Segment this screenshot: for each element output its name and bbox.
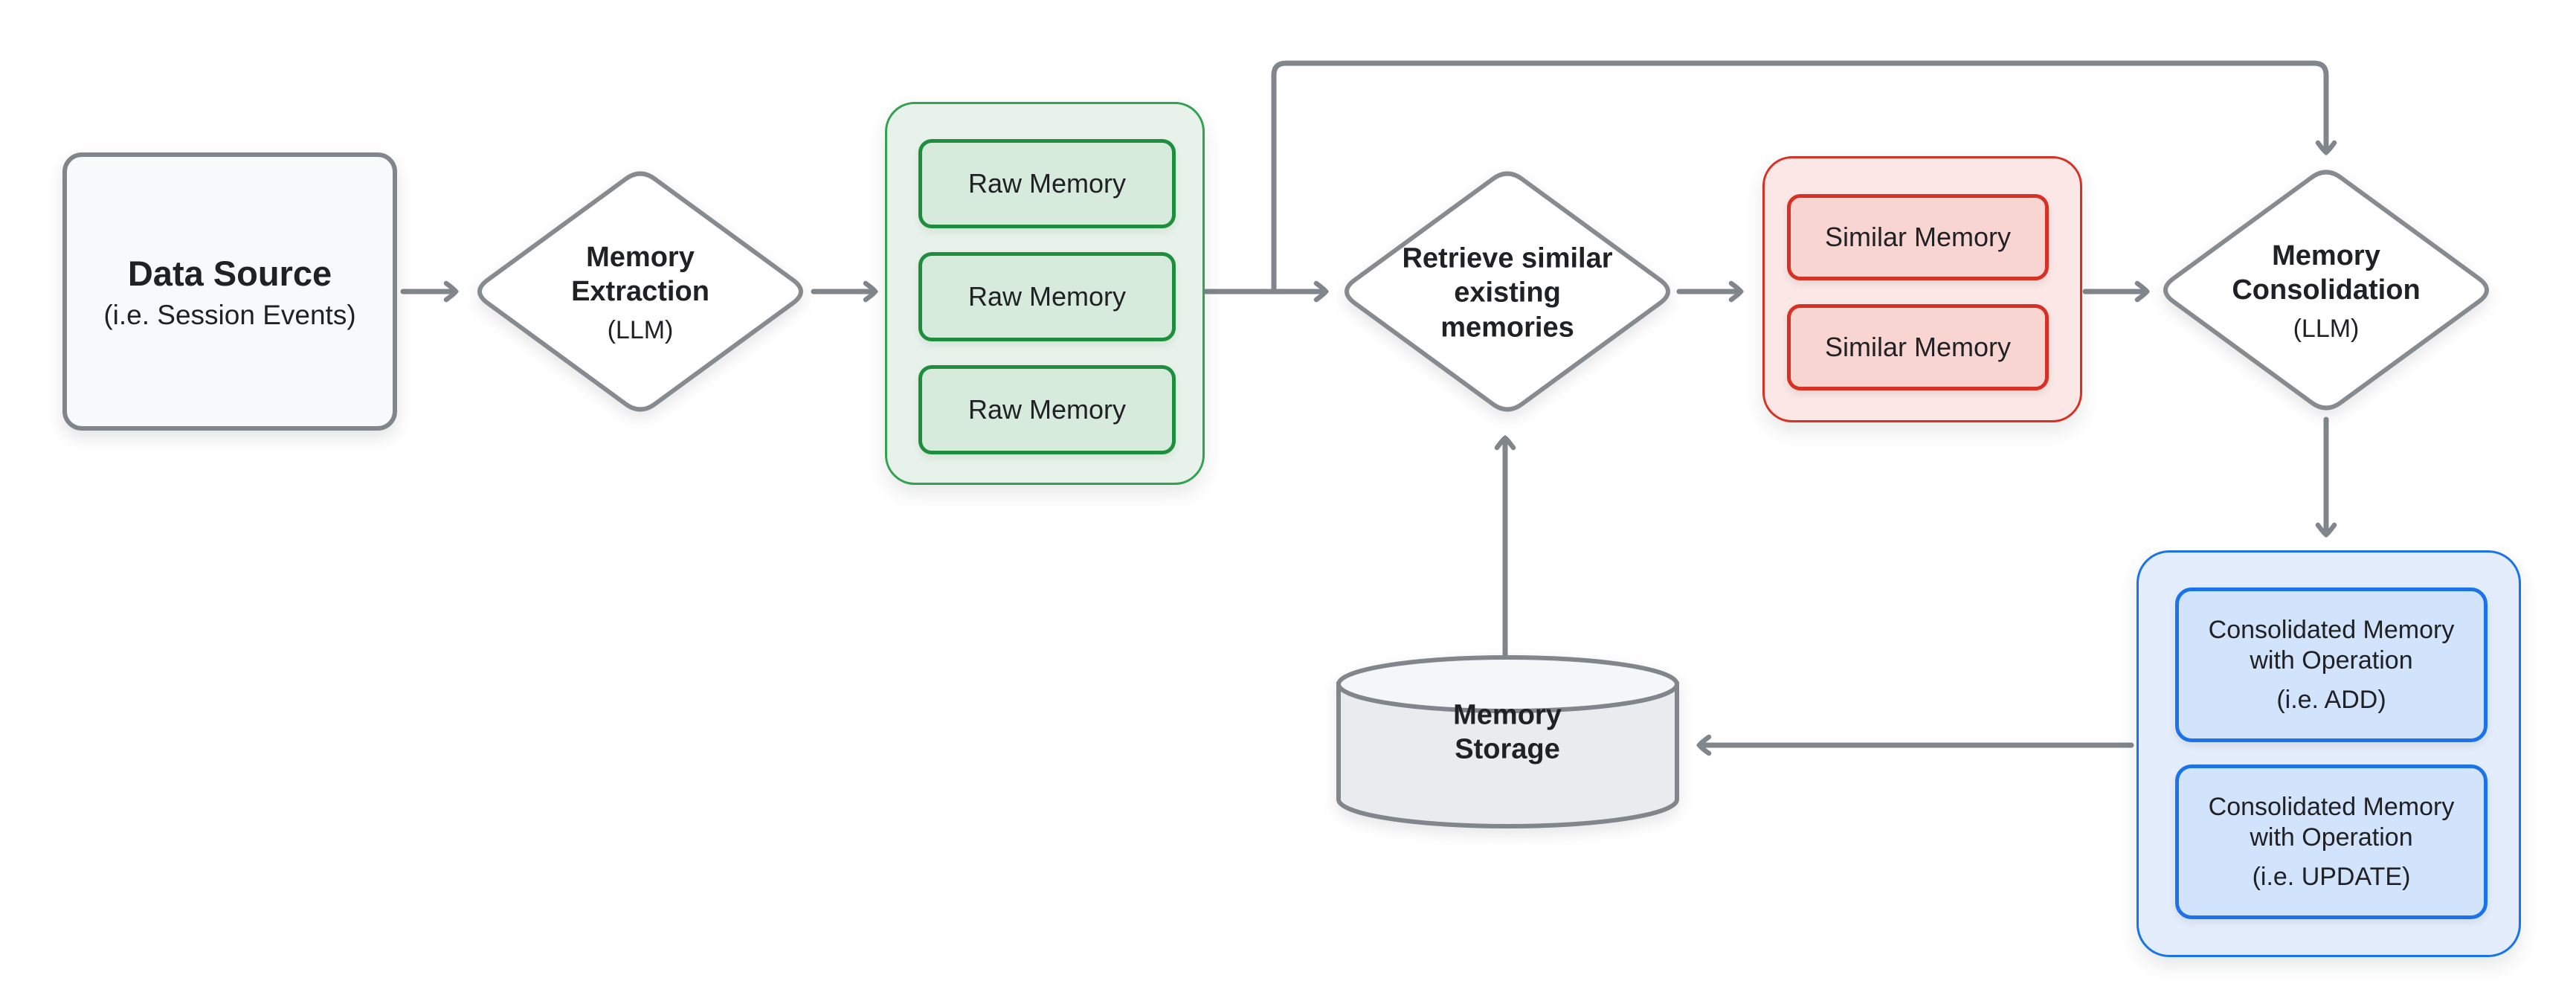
memory-extraction-subtitle: (LLM) [607, 315, 674, 344]
consolidated-memory-subtitle: (i.e. ADD) [2276, 686, 2386, 715]
consolidated-memory-card: Consolidated Memory with Operation (i.e.… [2175, 765, 2488, 919]
raw-memory-card: Raw Memory [918, 365, 1176, 454]
retrieve-memories-title: Retrieve similar existing memories [1402, 242, 1613, 344]
retrieve-memories-diamond [1345, 171, 1670, 412]
memory-extraction-diamond [477, 171, 803, 412]
raw-memory-card: Raw Memory [918, 139, 1176, 228]
data-source-subtitle: (i.e. Session Events) [103, 299, 356, 330]
memory-storage-label: Memory Storage [1453, 699, 1562, 765]
raw-memory-card: Raw Memory [918, 252, 1176, 341]
similar-memory-group: Similar Memory Similar Memory [1762, 156, 2082, 422]
consolidated-memory-card: Consolidated Memory with Operation (i.e.… [2175, 588, 2488, 742]
similar-memory-card: Similar Memory [1787, 194, 2049, 280]
memory-consolidation-diamond [2163, 170, 2489, 411]
consolidated-memory-title: Consolidated Memory with Operation [2208, 792, 2455, 852]
memory-extraction-title: Memory Extraction [571, 241, 709, 308]
data-source-node: Data Source (i.e. Session Events) [62, 152, 397, 431]
raw-memory-group: Raw Memory Raw Memory Raw Memory [885, 102, 1205, 485]
memory-extraction-label: Memory Extraction (LLM) [521, 240, 759, 346]
consolidated-memory-title: Consolidated Memory with Operation [2208, 615, 2455, 675]
edge-raw-to-consolidation [1271, 60, 2337, 292]
retrieve-memories-label: Retrieve similar existing memories [1385, 241, 1630, 344]
similar-memory-card: Similar Memory [1787, 304, 2049, 390]
memory-storage-cylinder [1336, 655, 1679, 828]
memory-consolidation-subtitle: (LLM) [2293, 314, 2360, 343]
memory-consolidation-label: Memory Consolidation (LLM) [2203, 239, 2449, 344]
data-source-title: Data Source [127, 253, 332, 293]
consolidated-memory-group: Consolidated Memory with Operation (i.e.… [2137, 550, 2521, 957]
consolidated-memory-subtitle: (i.e. UPDATE) [2252, 863, 2411, 892]
memory-consolidation-title: Memory Consolidation [2232, 239, 2421, 306]
